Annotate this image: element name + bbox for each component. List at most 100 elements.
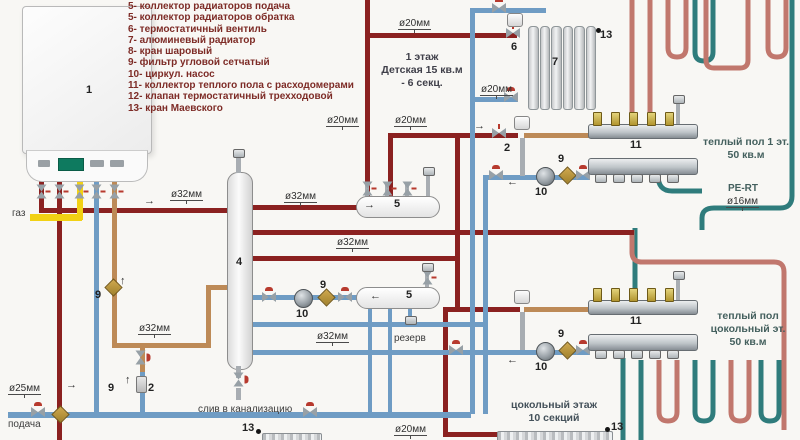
separator-air-vent-stub <box>236 156 241 173</box>
dia25-label: ø25мм <box>8 383 41 398</box>
reserve-cap <box>405 316 417 325</box>
ball-valve-icon <box>36 185 51 199</box>
dia32-label: ø32мм <box>336 237 369 252</box>
manifold-valve-cap <box>631 174 643 183</box>
label-filter: 9 <box>558 153 565 165</box>
coil-supply-path <box>629 230 787 430</box>
dia20-label: ø20мм <box>394 424 427 439</box>
three-way-valve-head-icon <box>514 290 530 304</box>
pipe-material-label: PE-RT <box>728 183 758 194</box>
reserve-label: резерв <box>394 333 426 344</box>
dia32-label: ø32мм <box>316 331 349 346</box>
aluminum-radiator <box>528 26 596 110</box>
ufh-manifold-supply-bar <box>588 300 698 315</box>
pipe-floor1-supply-mixed <box>524 133 590 138</box>
dia32-label: ø32мм <box>284 191 317 206</box>
separator-drain-outlet <box>236 388 241 400</box>
pipe-radiator1-return <box>470 97 518 102</box>
label-filter: 9 <box>108 382 115 394</box>
air-vent-icon <box>233 149 245 158</box>
ufh2-line: теплый пол <box>717 310 779 322</box>
ball-valve-icon <box>91 185 106 199</box>
ball-valve-icon <box>362 182 377 196</box>
collector-vent-stub <box>426 174 430 197</box>
air-vent-icon <box>422 263 434 272</box>
pipe-return-top <box>470 8 546 13</box>
supply-label: подача <box>8 419 41 430</box>
circulation-pump-icon <box>294 289 313 308</box>
pipe-radiator1-supply <box>365 33 517 38</box>
flow-arrow-left: ← <box>370 290 381 302</box>
flow-meter-icon <box>593 288 602 302</box>
legend-item: 7- алюминевый радиатор <box>128 34 256 46</box>
pipe-riser2 <box>388 133 393 199</box>
flow-meter-icon <box>611 112 620 126</box>
pipe-boiler-supply-to-separator <box>39 208 231 213</box>
manifold-valve-cap <box>595 174 607 183</box>
legend-item: 10- циркул. насос <box>128 68 215 80</box>
room1-line: 1 этаж <box>405 51 439 63</box>
air-vent-icon <box>423 167 435 176</box>
label-filter: 9 <box>95 289 102 301</box>
mayevsky-valve-icon <box>605 427 610 432</box>
pipe-radiator-riser-supply <box>365 0 370 199</box>
pipe-makeup-branch-bottom <box>140 372 145 414</box>
ufh1-line: теплый пол 1 эт. <box>703 136 789 148</box>
pipe-radiator-riser-return <box>470 8 475 414</box>
flow-arrow-left: ← <box>507 354 518 366</box>
flow-arrow-right: → <box>66 379 77 391</box>
label-ufh-manifold: 11 <box>630 315 642 327</box>
ball-valve-icon <box>449 340 463 356</box>
room1-line: Детская 15 кв.м <box>381 64 463 76</box>
ball-valve-icon <box>422 271 437 285</box>
flow-meter-icon <box>629 112 638 126</box>
floor1-heating-coils <box>629 0 795 230</box>
room1-caption: 1 этаж Детская 15 кв.м - 6 секц. <box>378 51 466 90</box>
ufh1-line: 50 кв.м <box>727 149 765 161</box>
ball-valve-icon <box>338 287 352 303</box>
manifold-vent-stub <box>676 102 680 124</box>
pipe-collector-stub1 <box>368 309 372 414</box>
radiator-return-collector <box>356 287 440 309</box>
strainer-filter-icon <box>317 288 336 307</box>
dia16-label: ø16мм <box>726 196 759 211</box>
pipe-separator-branch-long <box>250 230 634 235</box>
label-pump: 10 <box>535 361 548 373</box>
pipe-gas-horizontal <box>30 214 82 221</box>
pipe-separator-branch-short <box>250 256 457 261</box>
manifold-valve-cap <box>667 350 679 359</box>
ball-valve-icon <box>402 182 417 196</box>
manifold-valve-cap <box>667 174 679 183</box>
basement-line: цокольный этаж <box>510 399 598 411</box>
legend-item: 6- термостатичный вентиль <box>128 23 267 35</box>
pipe-floor1-supply <box>388 133 518 138</box>
boiler-display <box>58 158 84 171</box>
manifold-valve-cap <box>613 174 625 183</box>
thermostatic-valve-icon <box>506 24 520 39</box>
ufh2-caption: теплый пол цокольный эт. 50 кв.м <box>700 310 796 349</box>
ball-valve-icon <box>262 287 276 303</box>
manifold-valve-cap <box>649 350 661 359</box>
label-supply-collector: 5 <box>394 198 401 210</box>
label-mayevsky: 13 <box>611 421 624 433</box>
flow-arrow-left: ← <box>507 176 518 188</box>
air-vent-icon <box>673 271 685 280</box>
strainer-filter-icon <box>51 405 70 424</box>
label-pump: 10 <box>535 186 548 198</box>
flow-arrow-right: → <box>474 120 485 132</box>
three-way-valve-head-icon <box>514 116 530 130</box>
pipe-boiler-return-up <box>206 285 211 348</box>
flow-meter-icon <box>647 112 656 126</box>
manifold-valve-cap <box>613 350 625 359</box>
manifold-valve-cap <box>649 174 661 183</box>
dia20-label: ø20мм <box>326 115 359 130</box>
boiler-button <box>90 160 104 167</box>
ball-valve-icon <box>109 185 124 199</box>
flow-arrow-up: ↑ <box>125 374 131 386</box>
coil-supply-path <box>629 0 789 120</box>
pipe-floor1-return-drop <box>483 175 488 414</box>
label-filter: 9 <box>558 328 565 340</box>
pipe-basement-radiator-feed <box>443 432 499 437</box>
drain-label: слив в канализацию <box>198 404 293 415</box>
pipe-boiler-return-vertical <box>112 180 117 347</box>
